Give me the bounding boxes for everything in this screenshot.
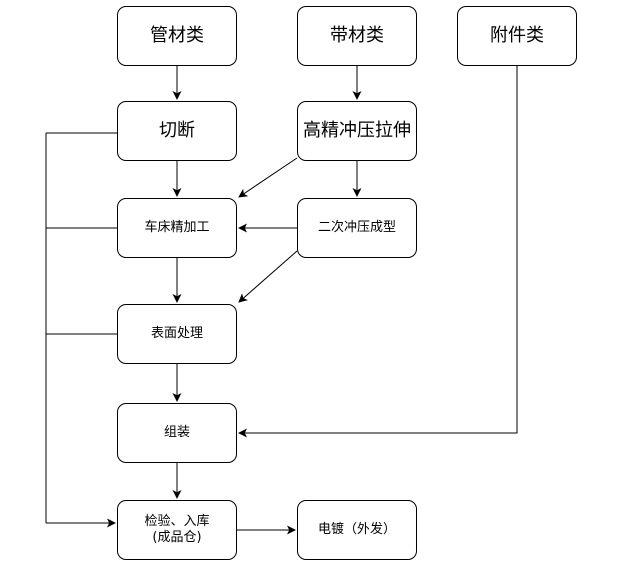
node-gaojing: 高精冲压拉伸 — [297, 101, 417, 161]
node-chechuang: 车床精加工 — [117, 198, 237, 258]
node-zuzhuang: 组装 — [117, 403, 237, 463]
edge-fujian-zuzhuang — [238, 66, 518, 438]
node-biaomian: 表面处理 — [117, 304, 237, 364]
node-qieduan: 切断 — [117, 101, 237, 161]
node-fujian: 附件类 — [457, 6, 577, 66]
edge-gaojing-chechuang — [238, 157, 298, 198]
node-diandu: 电镀（外发） — [297, 500, 417, 560]
node-jianyan: 检验、入库 (成品仓) — [117, 500, 237, 560]
node-daicai: 带材类 — [297, 6, 417, 66]
node-guancai: 管材类 — [117, 6, 237, 66]
edge-erci-biaomian — [238, 250, 298, 303]
node-erci: 二次冲压成型 — [297, 198, 417, 258]
